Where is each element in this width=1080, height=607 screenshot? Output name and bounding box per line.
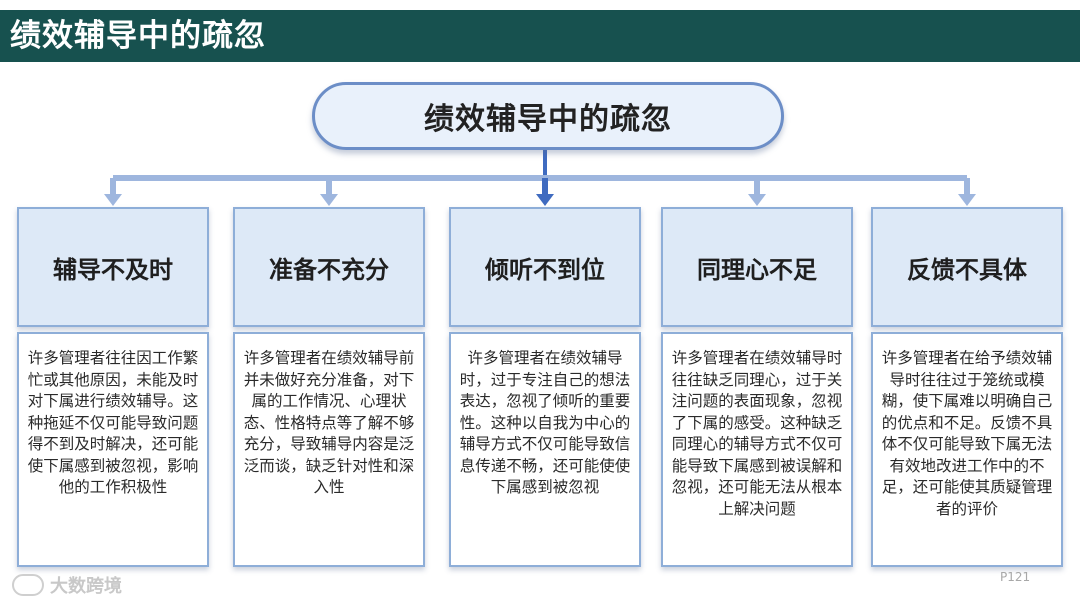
column-5-header: 反馈不具体 bbox=[871, 207, 1063, 327]
root-node: 绩效辅导中的疏忽 bbox=[312, 82, 784, 150]
column-3-description: 许多管理者在绩效辅导时，过于专注自己的想法表达，忽视了倾听的重要性。这种以自我为… bbox=[449, 332, 641, 567]
column-4-title: 同理心不足 bbox=[697, 255, 817, 284]
column-3: 倾听不到位 许多管理者在绩效辅导时，过于专注自己的想法表达，忽视了倾听的重要性。… bbox=[449, 207, 641, 567]
column-1-header: 辅导不及时 bbox=[17, 207, 209, 327]
arrow-3 bbox=[536, 194, 554, 206]
column-5-title: 反馈不具体 bbox=[907, 255, 1027, 284]
column-2-header: 准备不充分 bbox=[233, 207, 425, 327]
column-1-title: 辅导不及时 bbox=[53, 255, 173, 284]
arrow-4 bbox=[748, 194, 766, 206]
arrow-1 bbox=[104, 194, 122, 206]
column-5: 反馈不具体 许多管理者在给予绩效辅导时往往过于笼统或模糊，使下属难以明确自己的优… bbox=[871, 207, 1063, 567]
column-2: 准备不充分 许多管理者在绩效辅导前并未做好充分准备，对下属的工作情况、心理状态、… bbox=[233, 207, 425, 567]
column-4-header: 同理心不足 bbox=[661, 207, 853, 327]
watermark-logo-icon bbox=[12, 574, 44, 596]
page-number: P121 bbox=[1000, 570, 1031, 584]
column-2-title: 准备不充分 bbox=[269, 255, 389, 284]
column-4: 同理心不足 许多管理者在绩效辅导时往往缺乏同理心，过于关注问题的表面现象，忽视了… bbox=[661, 207, 853, 567]
arrow-2 bbox=[320, 194, 338, 206]
column-3-title: 倾听不到位 bbox=[485, 255, 605, 284]
header-title: 绩效辅导中的疏忽 bbox=[10, 18, 266, 54]
root-label: 绩效辅导中的疏忽 bbox=[424, 102, 672, 137]
column-2-description: 许多管理者在绩效辅导前并未做好充分准备，对下属的工作情况、心理状态、性格特点等了… bbox=[233, 332, 425, 567]
column-1-description: 许多管理者往往因工作繁忙或其他原因，未能及时对下属进行绩效辅导。这种拖延不仅可能… bbox=[17, 332, 209, 567]
column-3-header: 倾听不到位 bbox=[449, 207, 641, 327]
watermark: 大数跨境 bbox=[12, 572, 122, 598]
arrow-5 bbox=[958, 194, 976, 206]
watermark-text: 大数跨境 bbox=[50, 576, 122, 597]
column-5-description: 许多管理者在给予绩效辅导时往往过于笼统或模糊，使下属难以明确自己的优点和不足。反… bbox=[871, 332, 1063, 567]
header-bar: 绩效辅导中的疏忽 bbox=[0, 10, 1080, 62]
column-1: 辅导不及时 许多管理者往往因工作繁忙或其他原因，未能及时对下属进行绩效辅导。这种… bbox=[17, 207, 209, 567]
column-4-description: 许多管理者在绩效辅导时往往缺乏同理心，过于关注问题的表面现象，忽视了下属的感受。… bbox=[661, 332, 853, 567]
